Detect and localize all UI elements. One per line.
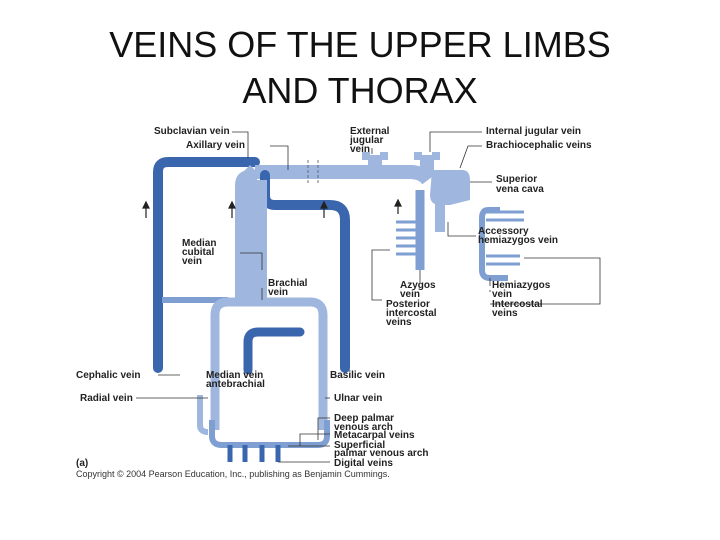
cephalic-vein-shape (153, 157, 260, 373)
basilic-vein-shape (260, 170, 350, 373)
label-superior-vena-cava-2: vena cava (496, 184, 544, 195)
forearm-loop-shape (210, 297, 328, 430)
label-median-cubital-2: cubital (182, 247, 214, 258)
label-radial-vein: Radial vein (80, 393, 133, 404)
diagram-labels: Subclavian vein Axillary vein External j… (76, 126, 592, 479)
label-azygos-vein-1: Azygos (400, 280, 436, 291)
digital-veins-shape (227, 445, 281, 462)
slide-title: VEINS OF THE UPPER LIMBS AND THORAX (0, 22, 720, 114)
label-superficial-palmar-2: palmar venous arch (334, 448, 428, 459)
label-deep-palmar-1: Deep palmar (334, 413, 394, 424)
vein-shapes (142, 152, 524, 462)
label-intercostal-veins-2: veins (492, 308, 518, 319)
label-brachiocephalic-veins: Brachiocephalic veins (486, 140, 592, 151)
label-subclavian-vein: Subclavian vein (154, 126, 230, 137)
label-posterior-intercostal-1: Posterior (386, 299, 430, 310)
slide-title-line-1: VEINS OF THE UPPER LIMBS (109, 24, 611, 65)
posterior-intercostal-shape (396, 220, 416, 256)
flow-arrows (142, 198, 402, 218)
label-external-jugular-3: vein (350, 144, 370, 155)
label-brachial-vein-2: vein (268, 287, 288, 298)
copyright-notice: Copyright © 2004 Pearson Education, Inc.… (76, 469, 390, 479)
label-internal-jugular-vein: Internal jugular vein (486, 126, 581, 137)
label-cephalic-vein: Cephalic vein (76, 370, 140, 381)
label-median-cubital-3: vein (182, 256, 202, 267)
label-digital-veins: Digital veins (334, 458, 393, 469)
label-external-jugular-1: External (350, 126, 390, 137)
label-ulnar-vein: Ulnar vein (334, 393, 382, 404)
label-accessory-hemiazygos-1: Accessory (478, 226, 529, 237)
label-intercostal-veins-1: Intercostal (492, 299, 543, 310)
label-median-antebrachial-1: Median vein (206, 370, 263, 381)
label-accessory-hemiazygos-2: hemiazygos vein (478, 235, 558, 246)
slide-title-line-2: AND THORAX (242, 70, 478, 111)
label-superficial-palmar-1: Superficial (334, 440, 385, 451)
label-posterior-intercostal-2: intercostal (386, 308, 437, 319)
deep-palmar-arch-shape (209, 420, 330, 448)
boundary-marks (307, 160, 319, 184)
label-hemiazygos-vein-1: Hemiazygos (492, 280, 551, 291)
intercostal-shape (486, 210, 524, 266)
label-posterior-intercostal-3: veins (386, 317, 412, 328)
label-external-jugular-2: jugular (349, 135, 383, 146)
median-antebrachial-shape (243, 327, 305, 375)
hemiazygos-shape (479, 207, 508, 281)
upper-branch-shape (235, 170, 251, 300)
label-basilic-vein: Basilic vein (330, 370, 385, 381)
label-azygos-vein-2: vein (400, 289, 420, 300)
neck-veins-shape (362, 152, 440, 177)
label-deep-palmar-2: venous arch (334, 422, 393, 433)
label-superior-vena-cava-1: Superior (496, 174, 537, 185)
svc-shape (430, 170, 470, 205)
label-brachial-vein-1: Brachial (268, 278, 308, 289)
label-median-antebrachial-2: antebrachial (206, 379, 265, 390)
label-hemiazygos-vein-2: vein (492, 289, 512, 300)
superficial-palmar-arch-shape (197, 395, 209, 435)
leader-lines (136, 131, 601, 463)
label-metacarpal-veins: Metacarpal veins (334, 430, 415, 441)
label-median-cubital-1: Median (182, 238, 216, 249)
label-axillary-vein: Axillary vein (186, 140, 245, 151)
label-panel-a: (a) (76, 458, 88, 469)
